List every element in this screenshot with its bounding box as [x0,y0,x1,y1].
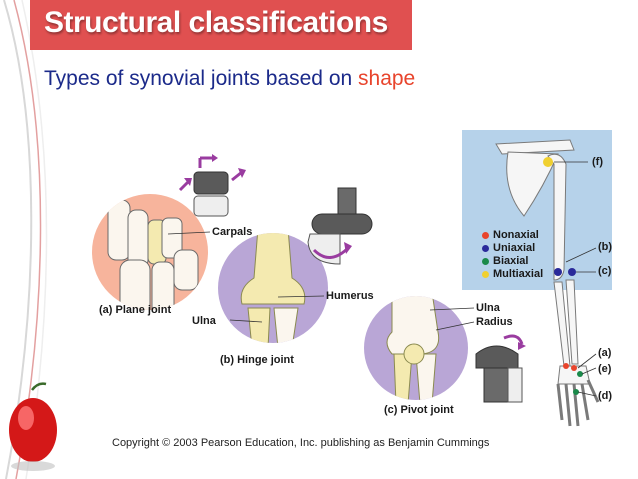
legend-item-biaxial: Biaxial [482,255,528,267]
legend-item-nonaxial: Nonaxial [482,229,539,241]
legend-item-multiaxial: Multiaxial [482,268,543,280]
label-b: (b) [598,241,613,253]
slide-title: Structural classifications [44,6,388,39]
label-carpals: Carpals [212,226,253,238]
caption-plane-joint: (a) Plane joint [99,304,172,316]
subtitle-prefix: Types of synovial joints based on [44,67,359,90]
label-e: (e) [598,363,612,375]
subtitle-highlight: shape [358,67,416,90]
legend-dot [482,231,489,239]
title-bar [30,0,412,50]
hinge-joint-illustration [218,233,328,343]
label-a: (a) [598,347,612,359]
label-d: (d) [598,390,613,402]
label-c: (c) [598,265,612,277]
caption-pivot-joint: (c) Pivot joint [384,404,454,416]
copyright-text: Copyright © 2003 Pearson Education, Inc.… [112,437,490,449]
label-humerus: Humerus [326,290,374,302]
label-ulna-left: Ulna [192,315,216,327]
plane-joint-model [178,154,246,217]
apple-decoration [9,382,57,471]
plane-joint-illustration [92,194,208,310]
caption-hinge-joint: (b) Hinge joint [220,354,294,366]
pivot-joint-model [475,334,526,403]
legend-dot [482,257,489,265]
legend-dot [482,244,489,252]
hinge-joint-model [307,187,373,265]
slide-subtitle: Types of synovial joints based on shape [44,67,415,91]
label-f: (f) [592,156,603,168]
label-radius: Radius [476,316,513,328]
label-ulna-right: Ulna [476,302,500,314]
legend-dot [482,270,489,278]
legend-item-uniaxial: Uniaxial [482,242,535,254]
pivot-joint-illustration [364,296,468,400]
arm-skeleton-panel [462,130,612,427]
